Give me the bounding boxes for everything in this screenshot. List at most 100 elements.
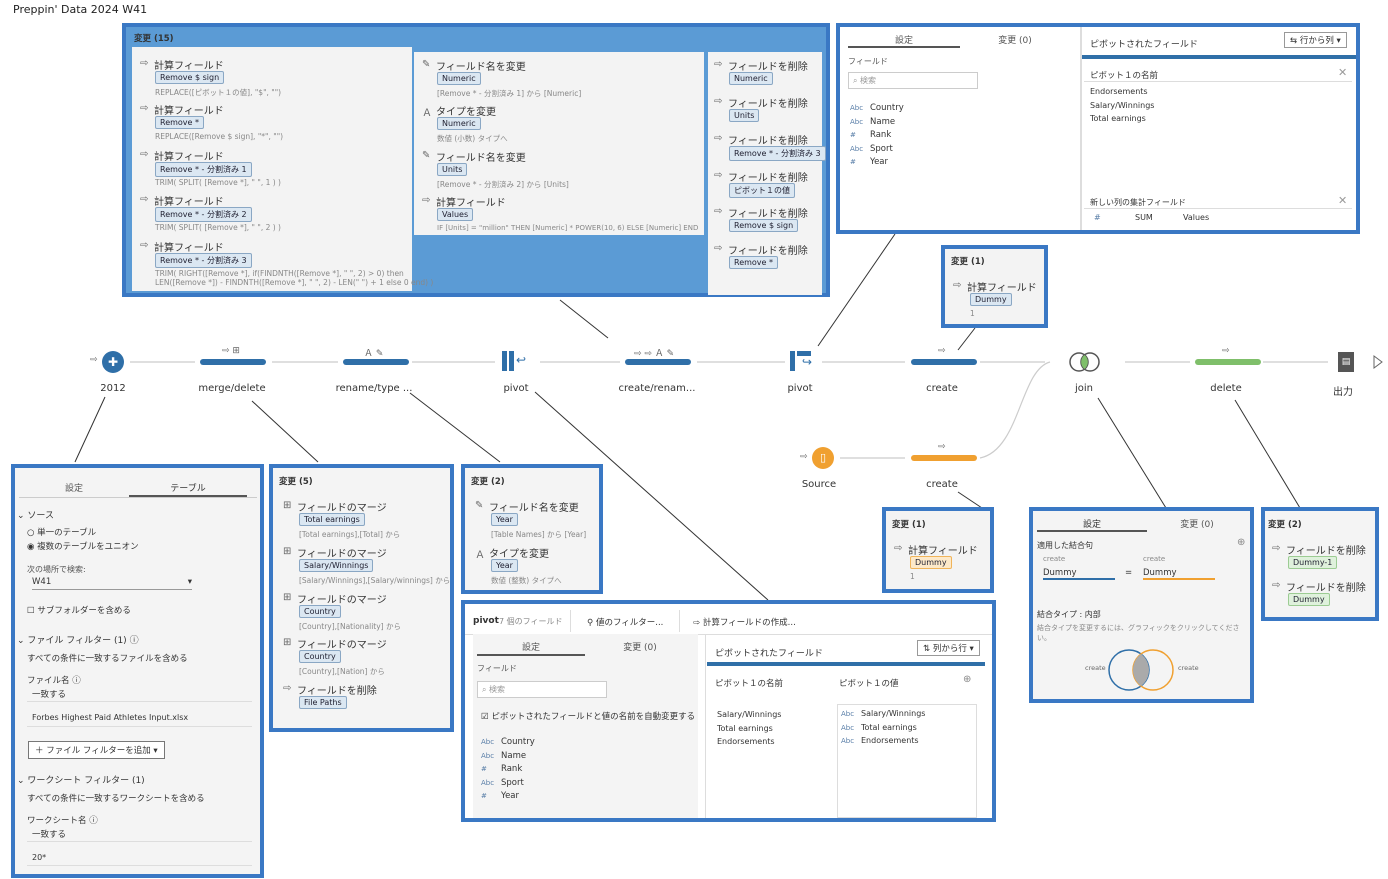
subfolder-checkbox[interactable]: ☐ サブフォルダーを含める [27, 606, 131, 616]
add-icon[interactable]: ⊕ [1237, 537, 1246, 548]
node-2012-label[interactable]: 2012 [100, 383, 126, 394]
tab-settings[interactable]: 設定 [521, 643, 540, 653]
search-input[interactable]: ⌕ 検索 [848, 72, 978, 89]
add-icon[interactable]: ⊕ [963, 674, 972, 685]
columns-to-rows-button[interactable]: ⇅ 列から行 ▾ [917, 640, 980, 656]
file-filter-section[interactable]: ⌄ ファイル フィルター (1) ⓘ [17, 636, 139, 646]
close-icon[interactable]: ✕ [1338, 194, 1348, 207]
file-filter-value[interactable]: Forbes Highest Paid Athletes Input.xlsx [32, 713, 189, 722]
divider [27, 865, 252, 866]
step-title: 計算フィールド [908, 546, 978, 557]
tab-settings[interactable]: 設定 [1082, 520, 1101, 530]
search-in-dropdown[interactable]: W41▾ [32, 577, 192, 590]
node-rename-label[interactable]: rename/type ... [335, 383, 413, 394]
pivot-name-header: ピボット１の名前 [715, 679, 784, 689]
tab-changes[interactable]: 変更 (0) [623, 643, 657, 653]
venn-diagram[interactable] [1033, 648, 1249, 692]
worksheet-filter-section[interactable]: ⌄ ワークシート フィルター (1) [17, 776, 145, 786]
formula: IF [Units] = "million" THEN [Numeric] * … [437, 224, 699, 232]
field-chip: Numeric [437, 117, 481, 130]
node-pivot1-label[interactable]: pivot [503, 383, 529, 394]
delete-icon: ⇨ [714, 170, 723, 181]
radio-union-tables[interactable]: ◉ 複数のテーブルをユニオン [27, 542, 139, 552]
source-section[interactable]: ⌄ ソース [17, 511, 54, 521]
tab-settings[interactable]: 設定 [64, 484, 83, 494]
create-rename-step-bar[interactable] [625, 359, 691, 365]
tab-changes[interactable]: 変更 (0) [998, 36, 1032, 46]
create3-step-bar[interactable] [911, 455, 977, 461]
rename-step-bar[interactable] [343, 359, 409, 365]
field-item[interactable]: #Year [481, 791, 519, 801]
field-name: Total earnings [861, 722, 917, 732]
formula: [Remove * - 分割済み 1] から [Numeric] [437, 89, 582, 98]
field-item[interactable]: #Year [850, 157, 888, 167]
search-input[interactable]: ⌕ 検索 [477, 681, 607, 698]
merge-icon: ⊞ [283, 500, 292, 511]
field-chip: Numeric [437, 72, 481, 85]
node-create3-label[interactable]: create [926, 479, 958, 490]
agg-field: Values [1183, 213, 1210, 222]
pivot1-node-icon[interactable]: ↩ [502, 351, 532, 373]
node-merge-label[interactable]: merge/delete [198, 383, 266, 394]
worksheet-name-label: ワークシート名 ⓘ [27, 816, 98, 826]
field-name: Country [501, 737, 535, 747]
add-file-filter-button[interactable]: ＋ ファイル フィルターを追加 ▾ [28, 741, 165, 759]
merge-icon: ⊞ [283, 637, 292, 648]
node-output-label[interactable]: 出力 [1333, 387, 1353, 398]
right-join-field[interactable]: Dummy [1143, 568, 1215, 580]
step-title: フィールドを削除 [728, 246, 808, 257]
node-create1-label[interactable]: create/renam... [618, 383, 696, 394]
merge-step-bar[interactable] [200, 359, 266, 365]
create-calc-field-button[interactable]: ⇨ 計算フィールドの作成... [693, 616, 796, 628]
delete-icon: ⇨ [283, 683, 292, 694]
field-chip: Remove $ sign [729, 219, 799, 232]
tab-settings[interactable]: 設定 [894, 36, 913, 46]
step-title: フィールドのマージ [297, 549, 387, 560]
left-join-field[interactable]: Dummy [1043, 568, 1115, 580]
tab-changes[interactable]: 変更 (0) [1180, 520, 1214, 530]
equals-operator[interactable]: = [1125, 568, 1133, 578]
pivot-value-box[interactable] [837, 704, 977, 818]
join-node-icon[interactable] [1068, 351, 1102, 373]
rows-to-columns-button[interactable]: ⇆ 行から列 ▾ [1284, 32, 1347, 48]
worksheet-filter-value[interactable]: 20* [32, 853, 47, 862]
formula-line-1: TRIM( RIGHT([Remove *], if(FINDNTH([Remo… [155, 269, 404, 278]
node-pivot2-label[interactable]: pivot [787, 383, 813, 394]
close-icon[interactable]: ✕ [1338, 66, 1348, 79]
node-join-label[interactable]: join [1074, 383, 1093, 394]
radio-single-table[interactable]: ○ 単一のテーブル [27, 528, 97, 538]
formula: 1 [970, 309, 975, 318]
node-create2-label[interactable]: create [926, 383, 958, 394]
formula: [Remove * - 分割済み 2] から [Units] [437, 180, 569, 189]
input-node-icon[interactable]: ✚ [102, 351, 124, 373]
field-item[interactable]: #Rank [481, 764, 522, 774]
node-delete-label[interactable]: delete [1210, 383, 1242, 394]
field-item[interactable]: #Rank [850, 130, 891, 140]
create2-icon: ⇨ [938, 346, 946, 356]
changes-col-3: ⇨フィールドを削除 Numeric ⇨フィールドを削除 Units ⇨フィールド… [708, 52, 826, 295]
delete-step-bar[interactable] [1195, 359, 1261, 365]
step-title: フィールドを削除 [1286, 546, 1366, 557]
node-source-label[interactable]: Source [801, 479, 837, 490]
pivot2-node-icon[interactable]: ↪ [790, 351, 820, 373]
auto-rename-checkbox[interactable]: ☑ ピボットされたフィールドと値の名前を自動変更する [481, 712, 696, 722]
divider [1084, 208, 1352, 209]
create2-step-bar[interactable] [911, 359, 977, 365]
divider [27, 701, 252, 702]
match-label: 一致する [32, 690, 67, 700]
tab-table[interactable]: テーブル [170, 484, 206, 494]
filter-values-button[interactable]: ⚲ 値のフィルター... [587, 616, 663, 628]
source-node-icon[interactable]: ▯ [812, 447, 834, 469]
agg-function[interactable]: SUM [1135, 213, 1153, 222]
output-node-icon[interactable]: ▤ [1338, 352, 1354, 372]
